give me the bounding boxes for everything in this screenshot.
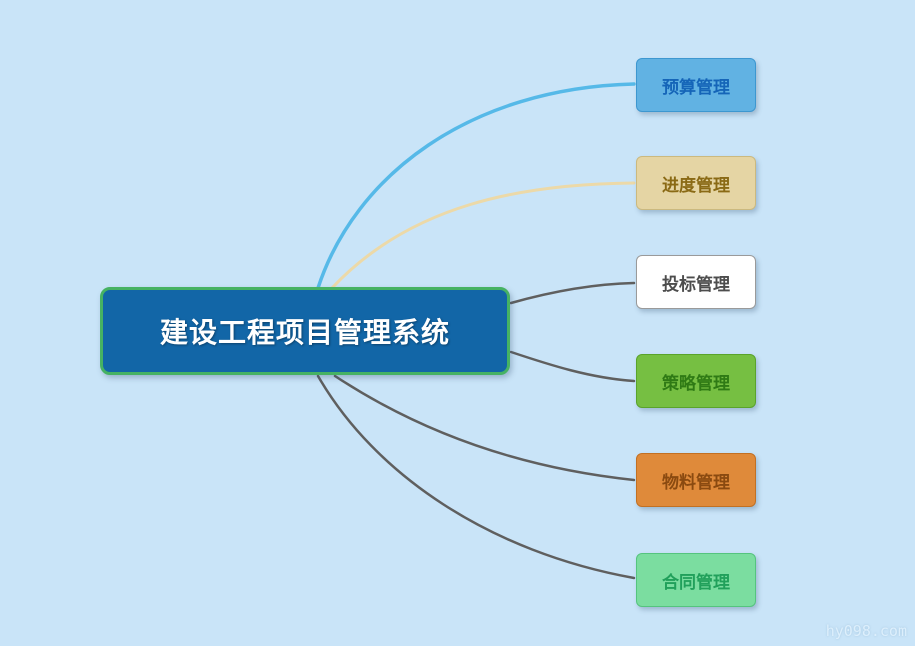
connector-bidding — [509, 281, 636, 305]
watermark: hy098.com — [825, 622, 907, 640]
center-node[interactable]: 建设工程项目管理系统 — [100, 287, 510, 375]
branch-node-budget[interactable]: 预算管理 — [636, 58, 756, 112]
branch-node-bidding[interactable]: 投标管理 — [636, 255, 756, 309]
branch-label-material: 物料管理 — [662, 472, 730, 493]
connector-budget — [316, 82, 636, 290]
branch-node-material[interactable]: 物料管理 — [636, 453, 756, 507]
branch-node-contract[interactable]: 合同管理 — [636, 553, 756, 607]
branch-label-progress: 进度管理 — [662, 175, 730, 196]
connector-progress — [330, 181, 636, 290]
branch-node-progress[interactable]: 进度管理 — [636, 156, 756, 210]
branch-label-bidding: 投标管理 — [662, 274, 730, 295]
connector-material — [333, 374, 636, 482]
center-node-label: 建设工程项目管理系统 — [159, 316, 450, 349]
branch-label-budget: 预算管理 — [662, 77, 730, 98]
connector-strategy — [509, 350, 636, 383]
branch-node-strategy[interactable]: 策略管理 — [636, 354, 756, 408]
branch-label-contract: 合同管理 — [662, 572, 730, 593]
connector-contract — [316, 374, 636, 580]
branch-label-strategy: 策略管理 — [662, 373, 730, 394]
